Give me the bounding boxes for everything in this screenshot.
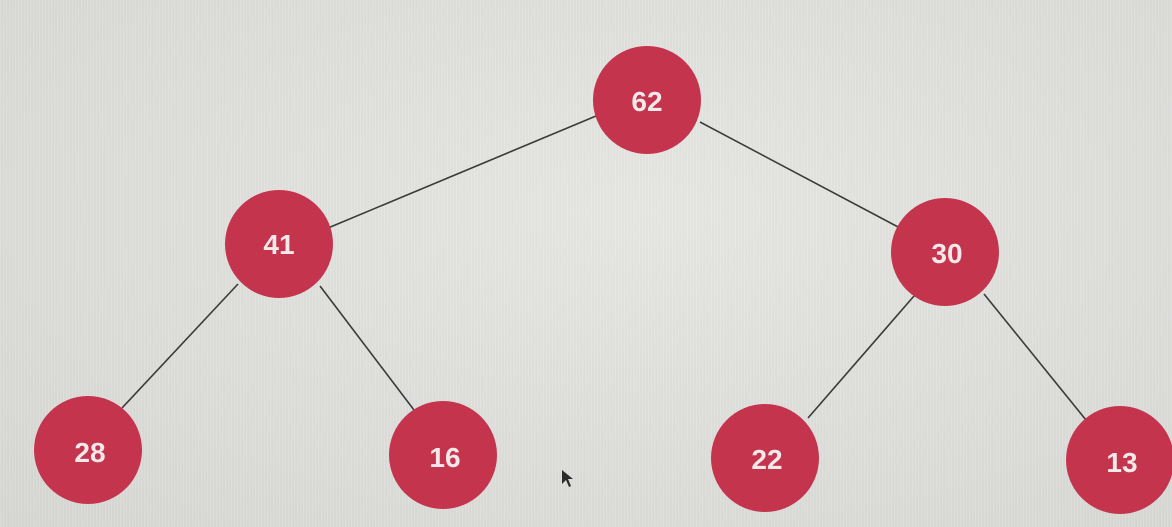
node-label-62: 62 [631, 86, 662, 117]
tree-node-30: 30 [891, 198, 999, 306]
tree-node-13: 13 [1066, 406, 1172, 514]
node-label-28: 28 [74, 437, 105, 468]
edge-41-16 [319, 285, 415, 411]
node-label-41: 41 [263, 229, 294, 260]
node-label-30: 30 [931, 238, 962, 269]
node-label-16: 16 [429, 442, 460, 473]
tree-edges [121, 115, 1087, 421]
edge-41-28 [121, 283, 239, 409]
node-label-22: 22 [751, 444, 782, 475]
edge-30-13 [983, 293, 1087, 421]
node-label-13: 13 [1106, 447, 1137, 478]
edge-30-22 [807, 295, 915, 419]
edge-62-30 [699, 121, 901, 229]
tree-node-22: 22 [711, 404, 819, 512]
tree-node-16: 16 [389, 401, 497, 509]
edge-62-41 [327, 115, 597, 229]
mouse-cursor-icon [562, 470, 573, 487]
tree-node-28: 28 [34, 396, 142, 504]
tree-nodes: 62 41 30 28 16 22 [34, 46, 1172, 514]
tree-node-62: 62 [593, 46, 701, 154]
tree-node-41: 41 [225, 190, 333, 298]
